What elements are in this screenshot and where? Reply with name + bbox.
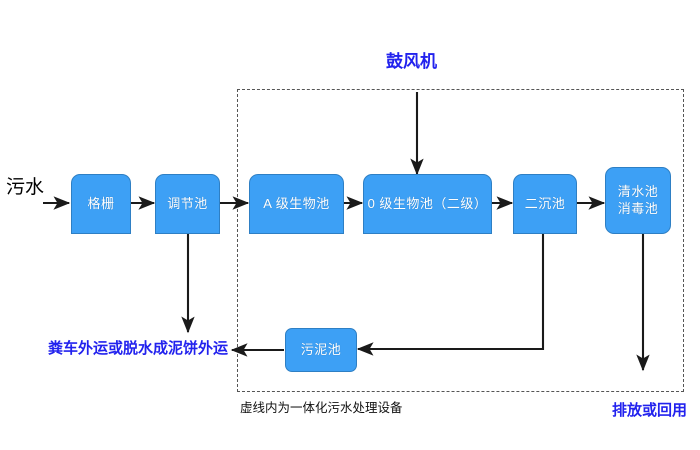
node-a-stage-bioreactor-label: A 级生物池 [263,195,330,211]
node-regulating-tank-label: 调节池 [167,195,208,211]
node-clearwater-tank-label: 清水池 [617,184,659,200]
node-o-stage-bioreactor-label: 0 级生物池（二级） [367,195,488,211]
node-regulating-tank[interactable]: 调节池 [155,174,220,234]
discharge-label: 排放或回用 [612,402,688,419]
blower-label: 鼓风机 [386,52,437,71]
node-o-stage-bioreactor[interactable]: 0 级生物池（二级） [363,174,492,234]
node-clearwater-disinfection-tank[interactable]: 清水池 消毒池 [605,167,671,234]
node-sludge-tank[interactable]: 污泥池 [285,328,357,372]
inlet-label: 污水 [6,177,45,198]
node-secondary-clarifier-label: 二沉池 [524,195,566,211]
enclosure-caption: 虚线内为一体化污水处理设备 [240,401,403,415]
sludge-disposal-label: 粪车外运或脱水成泥饼外运 [48,340,229,357]
node-disinfection-tank-label: 消毒池 [617,200,659,216]
node-secondary-clarifier[interactable]: 二沉池 [513,174,577,234]
integrated-equipment-enclosure [237,89,684,392]
node-a-stage-bioreactor[interactable]: A 级生物池 [249,174,344,234]
node-grille-label: 格栅 [87,195,115,211]
node-grille[interactable]: 格栅 [71,174,131,234]
node-sludge-tank-label: 污泥池 [300,341,342,357]
